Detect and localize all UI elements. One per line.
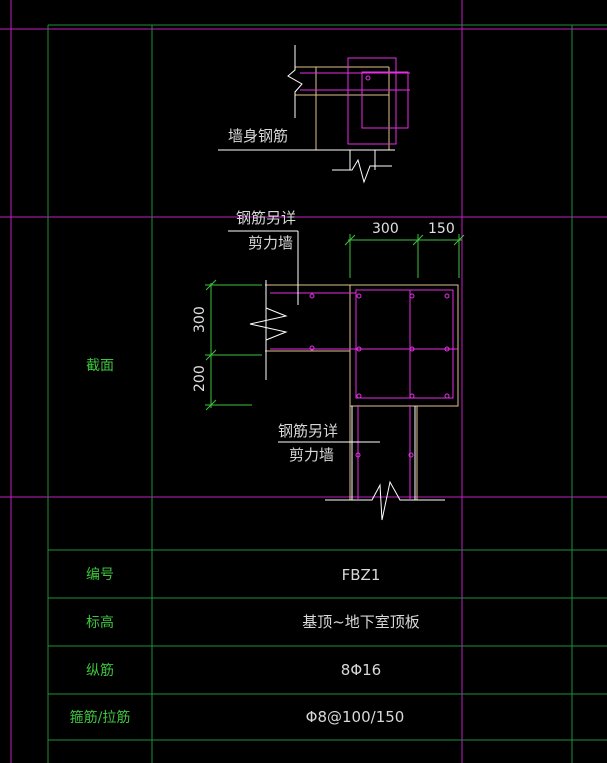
top-wall-detail: 墙身钢筋 — [218, 45, 410, 184]
row-value-long-bars: 8Φ16 — [341, 661, 381, 679]
top-rebar — [300, 57, 410, 145]
lower-note-line-2: 剪力墙 — [289, 446, 334, 464]
row-value-elevation: 基顶~地下室顶板 — [302, 613, 420, 631]
rebar-dots — [309, 293, 450, 458]
dim-top-2: 150 — [428, 221, 455, 237]
table-grid — [47, 24, 607, 763]
break-line-left — [249, 307, 288, 341]
break-line-bottom — [325, 480, 445, 521]
concrete-outline — [265, 284, 459, 500]
top-wall-note: 墙身钢筋 — [228, 127, 288, 145]
row-label-stirrups: 箍筋/拉筋 — [70, 709, 131, 726]
dim-top-1: 300 — [372, 221, 399, 237]
break-line-top-bottom — [332, 158, 392, 184]
row-value-stirrups: Φ8@100/150 — [306, 708, 405, 726]
rebar-group — [270, 289, 458, 500]
row-value-id: FBZ1 — [342, 566, 381, 584]
upper-note-line-2: 剪力墙 — [248, 234, 293, 252]
row-label-section: 截面 — [86, 358, 114, 374]
column-outline — [349, 284, 459, 407]
dim-left-2: 200 — [192, 365, 208, 392]
dim-left-1: 300 — [192, 306, 208, 333]
section-detail: 300 150 300 200 钢筋另详 剪力墙 钢筋另详 剪力墙 — [192, 209, 465, 521]
upper-note-line-1: 钢筋另详 — [236, 209, 296, 227]
lower-note-line-1: 钢筋另详 — [278, 422, 338, 440]
column-stirrup — [355, 289, 454, 399]
break-line-top-left — [287, 45, 303, 118]
row-label-id: 编号 — [86, 567, 114, 583]
dimension-lines — [205, 234, 465, 411]
row-label-elevation: 标高 — [86, 614, 114, 631]
row-label-long-bars: 纵筋 — [86, 662, 114, 679]
